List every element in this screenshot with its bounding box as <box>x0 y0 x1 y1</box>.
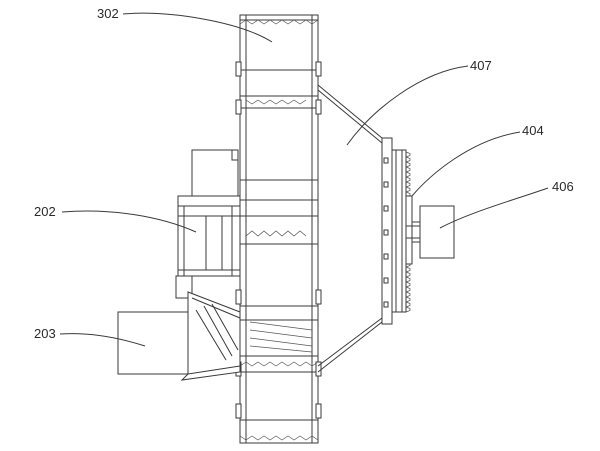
label-203: 203 <box>34 326 56 341</box>
drive-motor <box>405 195 455 265</box>
leader-407 <box>346 65 469 146</box>
leader-404 <box>411 131 521 197</box>
leader-lines <box>59 12 549 347</box>
label-406: 406 <box>552 179 574 194</box>
inlet-assembly <box>177 149 241 277</box>
label-202: 202 <box>34 204 56 219</box>
leader-406 <box>439 187 549 229</box>
cone-housing <box>317 84 383 373</box>
outlet-chute <box>117 275 241 381</box>
rotor-drum <box>235 14 322 444</box>
label-404: 404 <box>522 123 544 138</box>
callout-labels: 302 407 404 406 202 203 <box>34 6 574 341</box>
leader-203 <box>59 333 146 347</box>
label-407: 407 <box>470 58 492 73</box>
leader-202 <box>61 210 197 233</box>
leader-302 <box>122 12 273 43</box>
label-302: 302 <box>97 6 119 21</box>
bearing-plate <box>381 137 393 325</box>
